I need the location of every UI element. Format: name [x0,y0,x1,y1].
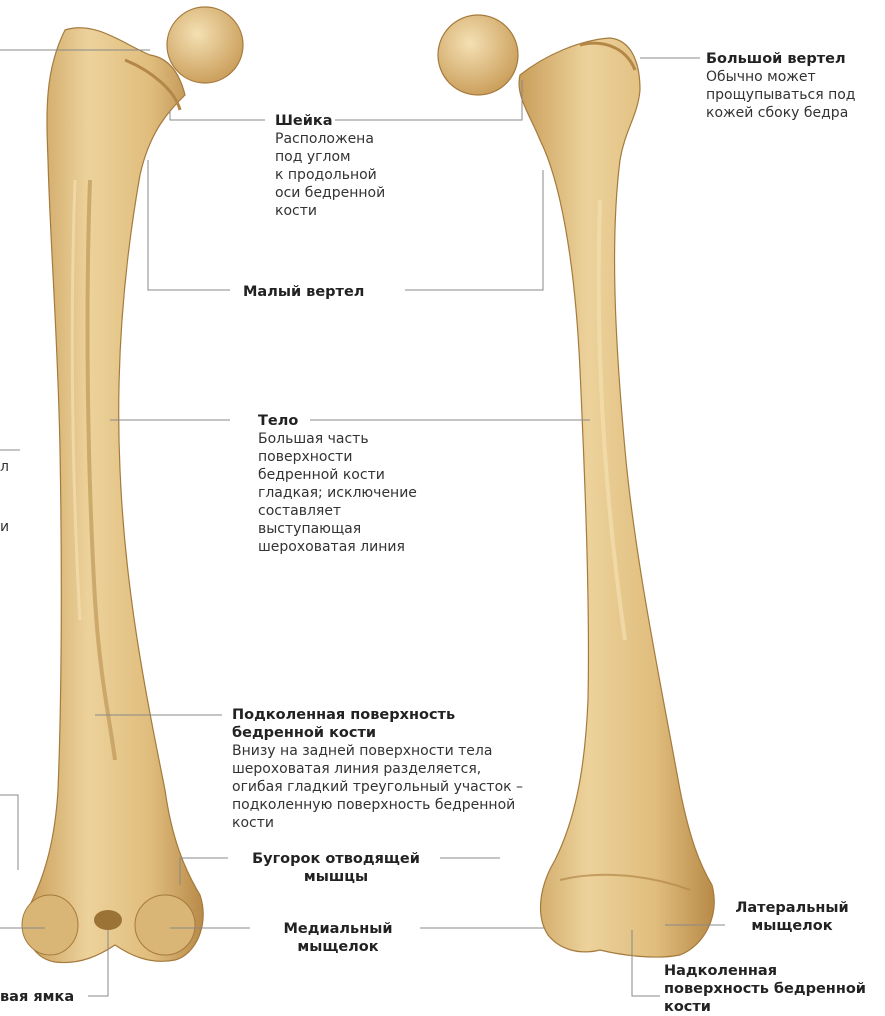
lateral-condyle-title-line: мыщелок [728,917,856,935]
intercondylar-fossa [94,910,122,930]
shaft-desc-line: поверхности [258,448,417,466]
cut-text: и [0,518,9,536]
greater-trochanter-desc-line: кожей сбоку бедра [706,104,856,122]
popliteal-desc-line: шероховатая линия разделяется, [232,760,523,778]
label-adductor-tubercle: Бугорок отводящей мышцы [232,850,440,886]
neck-desc-line: Расположена [275,130,385,148]
left-femur [22,7,243,963]
label-lesser-trochanter: Малый вертел [243,283,364,301]
left-femur-body [26,28,203,963]
neck-desc-line: оси бедренной [275,184,385,202]
neck-desc-line: под углом [275,148,385,166]
right-femoral-head [438,15,518,95]
medial-condyle-title-line: мыщелок [260,938,416,956]
shaft-desc-line: выступающая [258,520,417,538]
shaft-desc-line: составляет [258,502,417,520]
label-neck: Шейка Расположена под углом к продольной… [275,112,385,220]
popliteal-desc-line: Внизу на задней поверхности тела [232,742,523,760]
adductor-title-line: мышцы [232,868,440,886]
label-popliteal-surface: Подколенная поверхность бедренной кости … [232,706,523,832]
left-condyle-lateral [22,895,78,955]
shaft-desc-line: гладкая; исключение [258,484,417,502]
medial-condyle-title-line: Медиальный [260,920,416,938]
adductor-title-line: Бугорок отводящей [232,850,440,868]
patellar-title-line: Надколенная [664,962,866,980]
left-femoral-head [167,7,243,83]
label-left-cut-1: л [0,458,9,476]
patellar-title-line: поверхность бедренной [664,980,866,998]
neck-desc-line: к продольной [275,166,385,184]
shaft-desc-line: шероховатая линия [258,538,417,556]
shaft-desc-line: Большая часть [258,430,417,448]
label-left-cut-2: и [0,518,9,536]
label-shaft: Тело Большая часть поверхности бедренной… [258,412,417,556]
popliteal-title-line: бедренной кости [232,724,523,742]
popliteal-desc-line: подколенную поверхность бедренной [232,796,523,814]
right-femur-body [519,38,714,957]
left-condyle-medial [135,895,195,955]
greater-trochanter-desc-line: прощупываться под [706,86,856,104]
greater-trochanter-title: Большой вертел [706,50,856,68]
label-medial-condyle: Медиальный мыщелок [260,920,416,956]
leader-left-bottom [0,795,18,870]
neck-desc-line: кости [275,202,385,220]
lesser-trochanter-title: Малый вертел [243,283,364,301]
shaft-title: Тело [258,412,417,430]
fossa-title: вая ямка [0,988,74,1006]
patellar-title-line: кости [664,998,866,1016]
cut-text: л [0,458,9,476]
shaft-desc-line: бедренной кости [258,466,417,484]
label-fossa-cut: вая ямка [0,988,74,1006]
label-greater-trochanter: Большой вертел Обычно может прощупыватьс… [706,50,856,122]
greater-trochanter-desc-line: Обычно может [706,68,856,86]
label-lateral-condyle: Латеральный мыщелок [728,899,856,935]
neck-title: Шейка [275,112,385,130]
popliteal-title-line: Подколенная поверхность [232,706,523,724]
popliteal-desc-line: огибая гладкий треугольный участок – [232,778,523,796]
label-patellar-surface: Надколенная поверхность бедренной кости [664,962,866,1016]
popliteal-desc-line: кости [232,814,523,832]
lateral-condyle-title-line: Латеральный [728,899,856,917]
